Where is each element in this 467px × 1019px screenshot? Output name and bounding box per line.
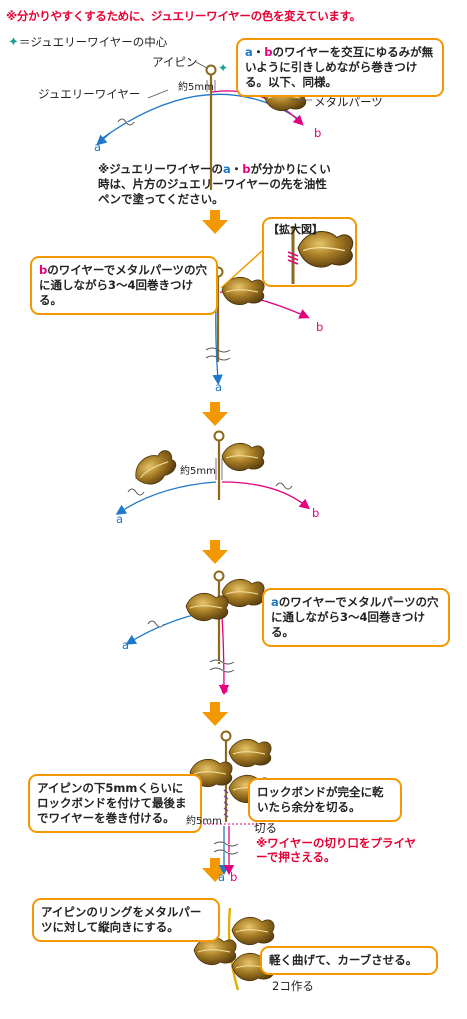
wire-b-label: b [316,320,324,334]
wire-a-label: a [215,380,223,394]
step4-bubble: aのワイヤーでメタルパーツの穴に通しながら3～4回巻きつける。 [262,588,450,647]
legend: ✦＝ジュエリーワイヤーの中心 [8,34,167,50]
down-arrow-icon [202,858,228,882]
wire-a-label: a [122,638,130,652]
down-arrow-icon [202,210,228,234]
step6-left-bubble: アイピンのリングをメタルパーツに対して縦向きにする。 [32,898,220,942]
wire-b-label: b [312,506,320,520]
step5-right-bubble: ロックボンドが完全に乾いたら余分を切る。 [248,778,402,822]
step1-note: ※ジュエリーワイヤーのa・bが分かりにくい時は、片方のジュエリーワイヤーの先を油… [98,162,331,206]
step5-left-bubble: アイピンの下5mmくらいにロックボンドを付けて最後までワイヤーを巻き付ける。 [28,774,202,833]
step2-diagram [205,217,357,386]
step2-bubble: bのワイヤーでメタルパーツの穴に通しながら3～4回巻きつける。 [30,256,218,315]
step6-right-bubble: 軽く曲げて、カーブさせる。 [260,946,438,975]
make-two-label: 2コ作る [272,979,314,993]
step-arrows [202,210,228,882]
about-5mm-label: 約5mm [178,82,214,93]
eye-pin-label: アイピン [152,55,198,69]
down-arrow-icon [202,702,228,726]
wire-center-icon: ✦ [218,61,228,75]
step3-diagram [115,430,311,515]
wire-b-label: b [230,870,238,884]
wire-a-label: a [218,870,226,884]
wire-b-label: b [314,126,322,140]
wire-a-label: a [116,512,124,526]
step6-diagram [193,907,275,991]
legend-text: ＝ジュエリーワイヤーの中心 [18,35,168,49]
cut-label: 切る [254,821,277,835]
about-5mm-label: 約5mm [186,816,222,827]
eye-pin-ring [205,64,217,76]
header-note: ※分かりやすくするために、ジュエリーワイヤーの色を変えています。 [6,9,361,23]
step4-diagram [125,570,265,696]
wire-b-label: b [221,682,229,696]
down-arrow-icon [202,540,228,564]
jewelry-wire-label: ジュエリーワイヤー [38,87,141,101]
step5-diagram [180,730,272,876]
about-5mm-label: 約5mm [180,466,216,477]
wire-center-icon: ✦ [8,35,19,50]
step1-bubble: a・bのワイヤーを交互にゆるみが無いように引きしめながら巻きつける。以下、同様。 [236,38,444,97]
down-arrow-icon [202,402,228,426]
metal-parts-label: メタルパーツ [314,95,383,109]
zoom-label: 【拡大図】 [268,223,323,236]
wire-a-label: a [94,140,102,154]
cut-note: ※ワイヤーの切り口をプライヤーで押さえる。 [256,836,416,864]
